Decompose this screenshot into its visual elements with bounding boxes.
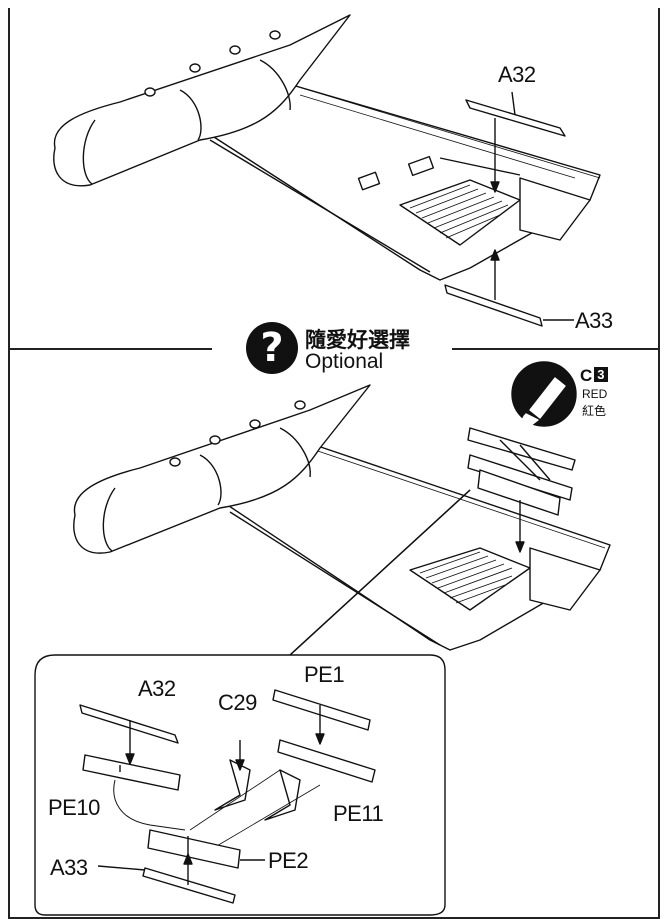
paint-code-letter: C bbox=[580, 366, 593, 385]
bottom-step-panel bbox=[8, 350, 660, 919]
inset-label-pe2: PE2 bbox=[268, 848, 309, 873]
part-label-a32: A32 bbox=[498, 62, 536, 87]
optional-label-en: Optional bbox=[305, 350, 384, 373]
inset-label-a32: A32 bbox=[138, 676, 176, 701]
optional-label-zh: 隨愛好選擇 bbox=[305, 328, 410, 352]
top-step-panel bbox=[8, 8, 660, 348]
bottom-wing-drawing bbox=[73, 384, 611, 656]
inset-label-a33: A33 bbox=[50, 855, 88, 880]
inset-label-c29: C29 bbox=[218, 690, 257, 715]
paint-code-number: 3 bbox=[594, 367, 608, 382]
paintbrush-icon bbox=[511, 361, 577, 428]
inset-label-pe1: PE1 bbox=[304, 662, 345, 687]
detail-inset-drawing bbox=[34, 489, 471, 916]
inset-label-pe10: PE10 bbox=[48, 795, 100, 820]
paint-color-zh: 紅色 bbox=[582, 404, 607, 418]
part-label-a33: A33 bbox=[575, 308, 613, 333]
question-icon: ? bbox=[246, 322, 298, 374]
inset-label-pe11: PE11 bbox=[333, 801, 384, 826]
top-wing-drawing bbox=[53, 14, 601, 327]
paint-color-en: RED bbox=[582, 387, 608, 401]
